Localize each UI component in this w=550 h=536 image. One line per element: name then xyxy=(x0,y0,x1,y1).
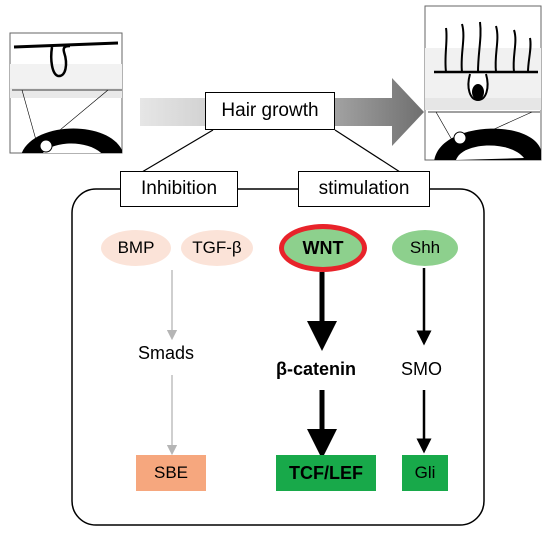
inhibition-label: Inhibition xyxy=(120,171,238,207)
link-line-stimulation xyxy=(334,129,401,173)
tcf-lef-node: TCF/LEF xyxy=(276,455,376,491)
stimulation-label: stimulation xyxy=(298,171,430,207)
pathway-panel xyxy=(71,188,485,526)
smads-node: Smads xyxy=(138,343,195,363)
growing-follicle-image xyxy=(424,5,542,161)
sbe-node: SBE xyxy=(136,455,206,491)
link-line-inhibition xyxy=(141,129,214,173)
shh-node: Shh xyxy=(392,230,458,266)
smo-node: SMO xyxy=(401,359,443,379)
hair-growth-label: Hair growth xyxy=(205,92,335,130)
bmp-node: BMP xyxy=(101,230,171,266)
resting-follicle-image xyxy=(9,32,123,154)
beta-catenin-node: β-catenin xyxy=(276,359,356,379)
gli-node: Gli xyxy=(402,455,448,491)
wnt-node: WNT xyxy=(279,224,367,272)
tgf-beta-node: TGF-β xyxy=(181,230,253,266)
